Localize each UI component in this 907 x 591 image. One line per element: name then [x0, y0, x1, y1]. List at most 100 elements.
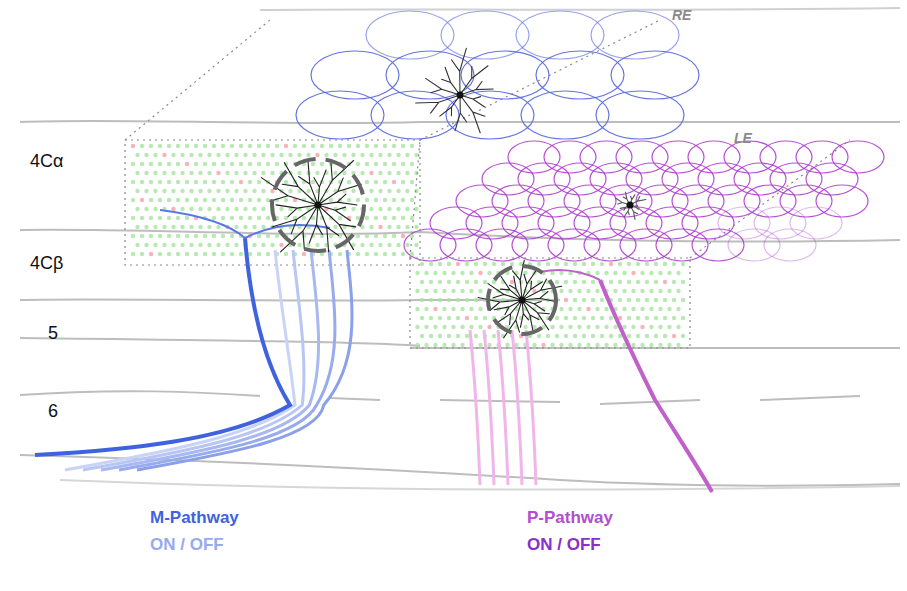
cone-dot: [257, 252, 261, 256]
cone-dot: [221, 162, 225, 166]
m-axon: [119, 250, 335, 470]
cone-dot: [487, 271, 491, 275]
cone-dot: [420, 262, 424, 266]
cone-dot: [257, 162, 261, 166]
cone-dot: [420, 334, 424, 338]
soma: [457, 92, 464, 99]
cone-dot: [640, 343, 644, 347]
cone-dot: [383, 216, 387, 220]
cone-dot: [207, 153, 211, 157]
cone-dot: [180, 207, 184, 211]
cone-dot: [573, 334, 577, 338]
cone-dot: [451, 289, 455, 293]
cone-dot: [387, 243, 391, 247]
cone-dot: [405, 153, 409, 157]
cone-dot: [333, 225, 337, 229]
cone-dot: [676, 289, 680, 293]
cone-dot: [383, 144, 387, 148]
cone-dot: [410, 198, 414, 202]
cone-dot: [185, 252, 189, 256]
cone-dot: [185, 216, 189, 220]
cone-dot: [302, 216, 306, 220]
cone-dot: [478, 343, 482, 347]
cone-dot: [474, 298, 478, 302]
cone-dot: [194, 180, 198, 184]
cone-dot: [410, 234, 414, 238]
cone-dot: [640, 325, 644, 329]
cone-dot: [405, 243, 409, 247]
cone-dot: [221, 216, 225, 220]
cone-dot: [383, 234, 387, 238]
cone-dot: [162, 225, 166, 229]
cone-dot: [582, 334, 586, 338]
cone-dot: [451, 307, 455, 311]
cone-dot: [676, 343, 680, 347]
cone-dot: [311, 144, 315, 148]
cone-dot: [252, 171, 256, 175]
cone-dot: [153, 225, 157, 229]
cone-dot: [167, 180, 171, 184]
pathway-label: M-Pathway: [150, 509, 239, 528]
cone-dot: [438, 316, 442, 320]
cone-dot: [230, 234, 234, 238]
cone-dot: [207, 207, 211, 211]
cone-dot: [239, 180, 243, 184]
cone-dot: [266, 234, 270, 238]
cone-dot: [212, 198, 216, 202]
cone-dot: [429, 280, 433, 284]
pathway-label: P-Pathway: [527, 509, 613, 528]
cone-dot: [158, 162, 162, 166]
cone-dot: [135, 225, 139, 229]
cone-dot: [365, 252, 369, 256]
cone-dot: [591, 334, 595, 338]
cone-dot: [212, 252, 216, 256]
cone-dot: [492, 262, 496, 266]
cone-dot: [171, 243, 175, 247]
cone-dot: [257, 216, 261, 220]
cone-dot: [306, 153, 310, 157]
m-axon: [137, 250, 352, 470]
cone-dot: [176, 234, 180, 238]
dendrite: [522, 300, 549, 330]
cone-dot: [153, 189, 157, 193]
cone-dot: [392, 198, 396, 202]
cone-dot: [465, 334, 469, 338]
cone-dot: [207, 171, 211, 175]
cone-dot: [429, 262, 433, 266]
cone-dot: [410, 216, 414, 220]
cone-dot: [243, 207, 247, 211]
dendrite: [442, 67, 460, 95]
cone-dot: [158, 216, 162, 220]
cone-dot: [266, 216, 270, 220]
cone-dot: [442, 307, 446, 311]
cone-dot: [234, 153, 238, 157]
cone-dot: [297, 243, 301, 247]
cone-dot: [266, 252, 270, 256]
cone-dot: [600, 316, 604, 320]
cone-dot: [401, 234, 405, 238]
cone-dot: [532, 343, 536, 347]
cone-dot: [302, 252, 306, 256]
cone-dot: [194, 252, 198, 256]
cone-dot: [198, 207, 202, 211]
cone-dot: [383, 252, 387, 256]
cone-dot: [158, 234, 162, 238]
cone-dot: [474, 316, 478, 320]
cone-dot: [451, 325, 455, 329]
cone-dot: [424, 325, 428, 329]
cone-dot: [442, 343, 446, 347]
cone-dot: [311, 162, 315, 166]
cone-dot: [180, 189, 184, 193]
cone-dot: [396, 171, 400, 175]
cone-dot: [171, 225, 175, 229]
cone-dot: [239, 216, 243, 220]
cone-dot: [447, 262, 451, 266]
cone-dot: [342, 153, 346, 157]
cone-dot: [433, 325, 437, 329]
cone-dot: [478, 289, 482, 293]
cone-dot: [243, 189, 247, 193]
cone-dot: [153, 207, 157, 211]
cone-dot: [392, 180, 396, 184]
cone-dot: [167, 162, 171, 166]
